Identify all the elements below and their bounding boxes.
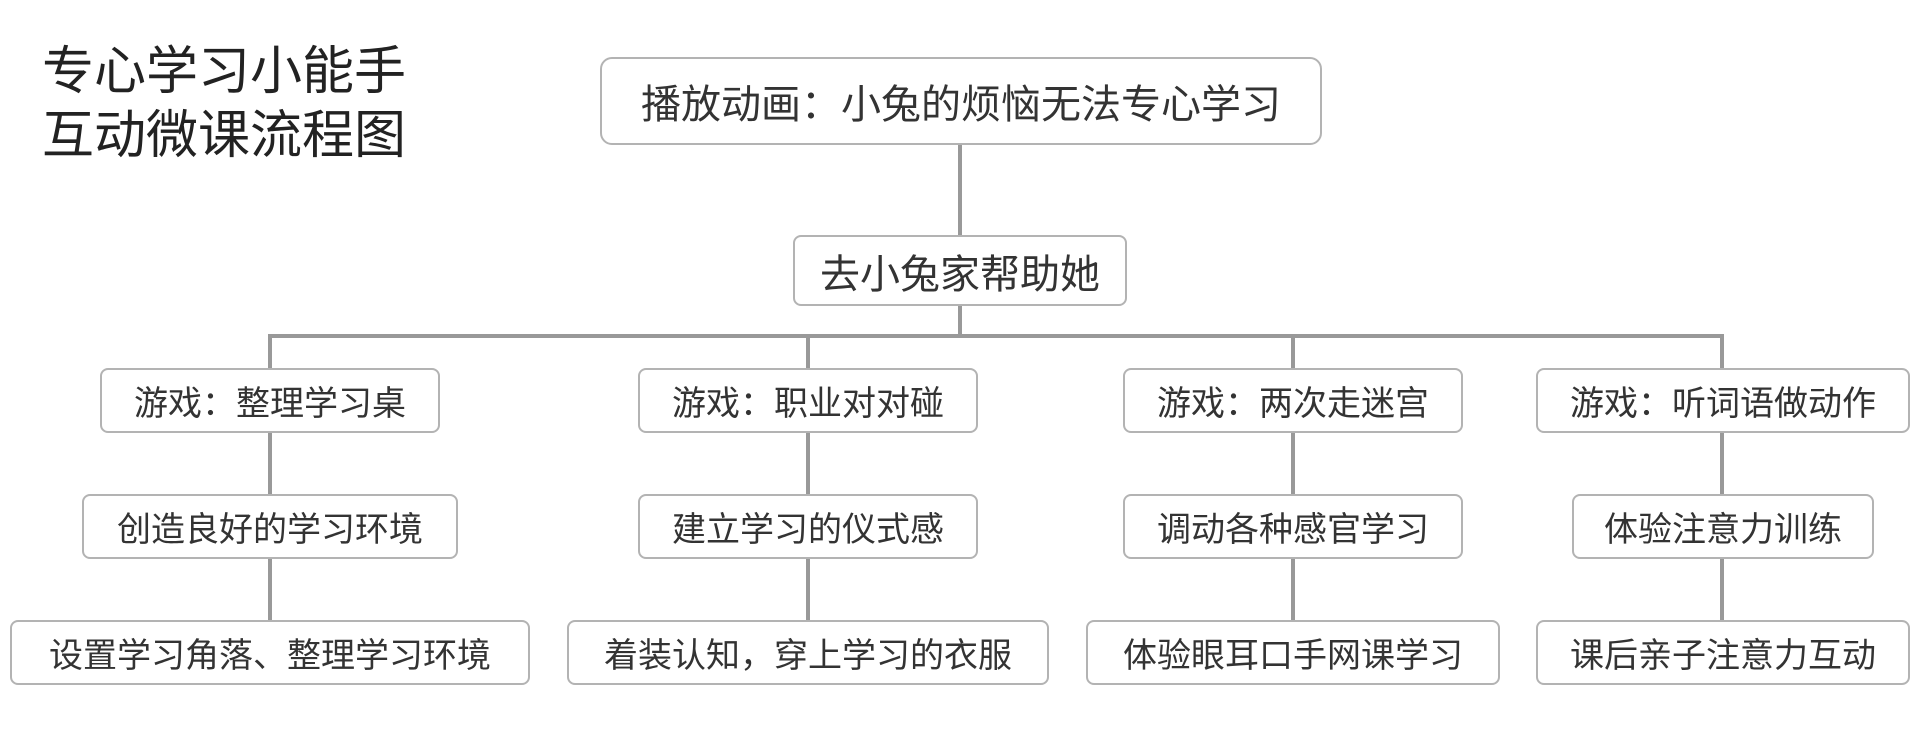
game-node-1: 游戏：整理学习桌 [100, 368, 440, 433]
game-node-3: 游戏：两次走迷宫 [1123, 368, 1463, 433]
activity-node-2: 着装认知，穿上学习的衣服 [567, 620, 1049, 685]
activity-node-1: 设置学习角落、整理学习环境 [10, 620, 530, 685]
goal-node-1: 创造良好的学习环境 [82, 494, 458, 559]
goal-node-2: 建立学习的仪式感 [638, 494, 978, 559]
activity-node-4: 课后亲子注意力互动 [1536, 620, 1910, 685]
diagram-title: 专心学习小能手 互动微课流程图 [42, 40, 406, 168]
activity-node-3: 体验眼耳口手网课学习 [1086, 620, 1500, 685]
title-line-2: 互动微课流程图 [42, 106, 407, 166]
hub-node: 去小兔家帮助她 [793, 235, 1127, 306]
goal-node-4: 体验注意力训练 [1572, 494, 1874, 559]
title-line-1: 专心学习小能手 [42, 42, 407, 102]
start-node: 播放动画：小兔的烦恼无法专心学习 [600, 57, 1322, 145]
goal-node-3: 调动各种感官学习 [1123, 494, 1463, 559]
game-node-4: 游戏：听词语做动作 [1536, 368, 1910, 433]
game-node-2: 游戏：职业对对碰 [638, 368, 978, 433]
